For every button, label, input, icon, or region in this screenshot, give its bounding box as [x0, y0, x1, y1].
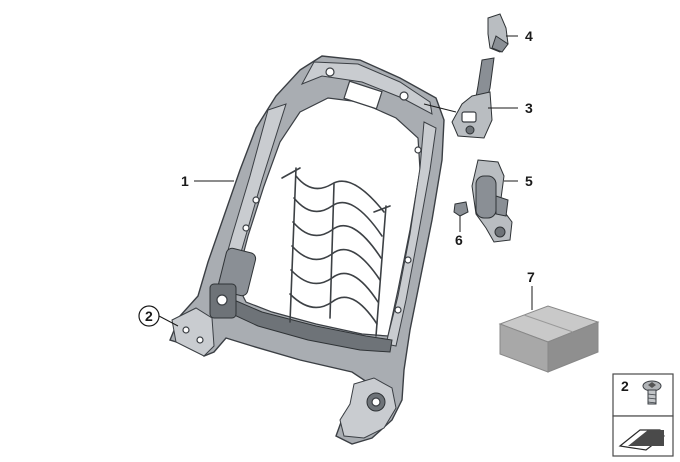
screw-icon — [642, 380, 662, 405]
backrest-frame — [169, 55, 445, 445]
callout-5: 5 — [504, 173, 533, 189]
repair-kit-box — [498, 305, 600, 373]
callout-5-label: 5 — [525, 173, 533, 189]
callout-6-label: 6 — [455, 232, 463, 248]
callout-1-label: 1 — [181, 173, 189, 189]
callout-6: 6 — [455, 216, 463, 248]
arrow-symbol-icon — [618, 429, 665, 451]
cover-cap-part — [487, 13, 509, 53]
headrest-guide-part — [451, 57, 495, 139]
callout-7-label: 7 — [527, 269, 535, 285]
callout-3-label: 3 — [525, 100, 533, 116]
legend-panel: 2 — [612, 373, 674, 457]
callout-2-label: 2 — [145, 308, 153, 324]
callout-3: 3 — [488, 100, 533, 116]
callout-7: 7 — [527, 269, 535, 310]
callout-4-label: 4 — [525, 28, 533, 44]
callout-4: 4 — [506, 28, 533, 44]
clip-part — [453, 201, 469, 217]
actuator-bracket-part — [471, 159, 513, 243]
callout-2: 2 — [138, 305, 179, 327]
callout-1: 1 — [181, 173, 234, 189]
legend-number: 2 — [621, 378, 629, 394]
leader-frame-to-part3 — [423, 103, 457, 113]
spring-wire-mat — [281, 167, 391, 337]
